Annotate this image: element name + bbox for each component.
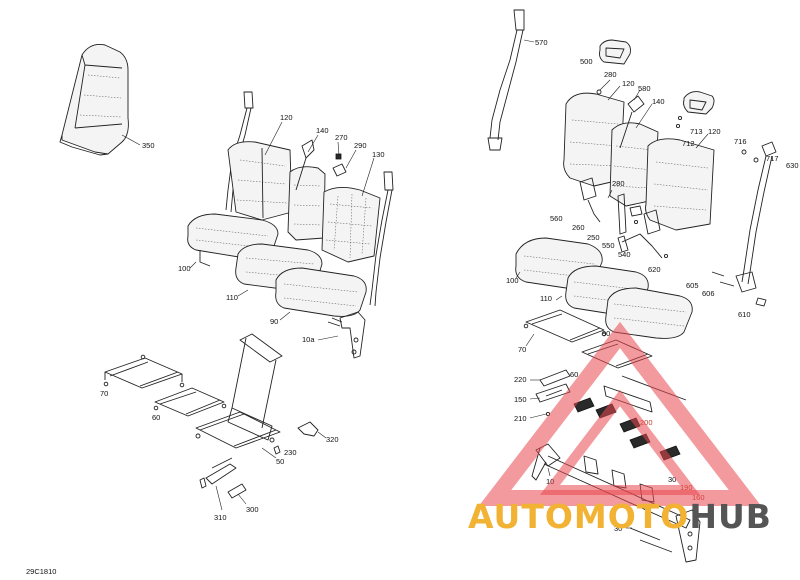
callout-630: 630 — [786, 161, 799, 170]
callout-210: 210 — [514, 414, 527, 423]
buckle-270 — [332, 153, 347, 177]
watermark-text: AUTOMOTOHUB — [468, 497, 772, 536]
callout-130: 130 — [372, 150, 385, 159]
bolt-30 — [629, 527, 673, 553]
callout-570: 570 — [535, 38, 548, 47]
pin-230 — [273, 445, 281, 455]
callout-500: 500 — [580, 57, 593, 66]
seat-belt-570 — [487, 9, 525, 151]
callout-220: 220 — [514, 375, 527, 384]
bolt-550 — [629, 205, 643, 225]
callout-90-left: 90 — [270, 317, 278, 326]
callout-100-left: 100 — [178, 264, 191, 273]
callout-606: 606 — [702, 289, 715, 298]
clip-320 — [297, 421, 319, 437]
frame-rail-70-right — [523, 309, 607, 343]
callout-713: 713 — [690, 127, 703, 136]
trim-500 — [599, 39, 631, 65]
callout-280-right: 280 — [612, 179, 625, 188]
callout-70-right: 70 — [518, 345, 526, 354]
callout-310: 310 — [214, 513, 227, 522]
trim-712 — [675, 91, 715, 129]
callout-30-b: 30 — [614, 524, 622, 533]
cushion-90-right — [605, 287, 693, 339]
slide-220 — [539, 369, 571, 387]
backrest-right-120a — [563, 92, 625, 187]
buckle-540 — [617, 209, 663, 259]
callout-110-left: 110 — [226, 293, 238, 302]
callout-120-r2: 120 — [708, 127, 721, 136]
buckle-250 — [617, 193, 627, 235]
seat-belt-left-right — [295, 139, 394, 307]
bolt-610 — [755, 297, 767, 307]
frame-rail-60-left — [153, 387, 227, 417]
callout-50: 50 — [276, 457, 284, 466]
callout-320: 320 — [326, 435, 339, 444]
seat-belt-630 — [735, 141, 777, 293]
callout-605: 605 — [686, 281, 699, 290]
backrest-right-120b — [645, 138, 715, 231]
callout-70-left: 70 — [100, 389, 108, 398]
callout-60-left: 60 — [152, 413, 160, 422]
anchor-plate-160 — [675, 509, 701, 563]
callout-200: 200 — [640, 418, 653, 427]
latch-310 — [199, 457, 237, 489]
backrest-center-140 — [287, 166, 326, 241]
frame-rail-70-left — [103, 354, 185, 389]
callout-717: 717 — [766, 154, 779, 163]
callout-230: 230 — [284, 448, 297, 457]
callout-10-right: 10 — [546, 477, 554, 486]
callout-90-right: 90 — [602, 329, 610, 338]
callout-30-a: 30 — [668, 475, 676, 484]
callout-550: 550 — [602, 241, 615, 250]
backrest-left-120 — [227, 141, 293, 221]
callout-280-top: 280 — [604, 70, 617, 79]
anchor-bracket-10a — [327, 311, 366, 359]
callout-540: 540 — [618, 250, 631, 259]
callout-610: 610 — [738, 310, 751, 319]
callout-620: 620 — [648, 265, 661, 274]
diagram-code: 29C1810 — [26, 567, 56, 576]
callout-290: 290 — [354, 141, 367, 150]
callout-60-right: 60 — [570, 370, 578, 379]
callout-270: 270 — [335, 133, 348, 142]
cushion-90-left — [275, 267, 367, 317]
backrest-right-140 — [609, 122, 659, 207]
bolt-605 — [711, 271, 735, 287]
callout-712: 712 — [682, 139, 695, 148]
callout-250: 250 — [587, 233, 600, 242]
seat-frame-50 — [195, 333, 283, 449]
callout-350: 350 — [142, 141, 155, 150]
callout-10a: 10a — [302, 335, 315, 344]
callout-120-left: 120 — [280, 113, 293, 122]
seat-cover-350 — [59, 44, 129, 156]
callout-560: 560 — [550, 214, 563, 223]
callout-580: 580 — [638, 84, 651, 93]
watermark-triangle — [478, 321, 762, 506]
callout-140-right: 140 — [652, 97, 665, 106]
callout-140-left: 140 — [316, 126, 329, 135]
tube-300 — [227, 483, 247, 499]
backrest-right-130 — [321, 187, 381, 263]
callout-716: 716 — [734, 137, 747, 146]
callout-120-r1: 120 — [622, 79, 635, 88]
callout-100-right: 100 — [506, 276, 519, 285]
callout-300: 300 — [246, 505, 259, 514]
callout-150: 150 — [514, 395, 527, 404]
callout-110-right: 110 — [540, 294, 552, 303]
buckle-560 — [579, 177, 601, 223]
callout-260: 260 — [572, 223, 585, 232]
